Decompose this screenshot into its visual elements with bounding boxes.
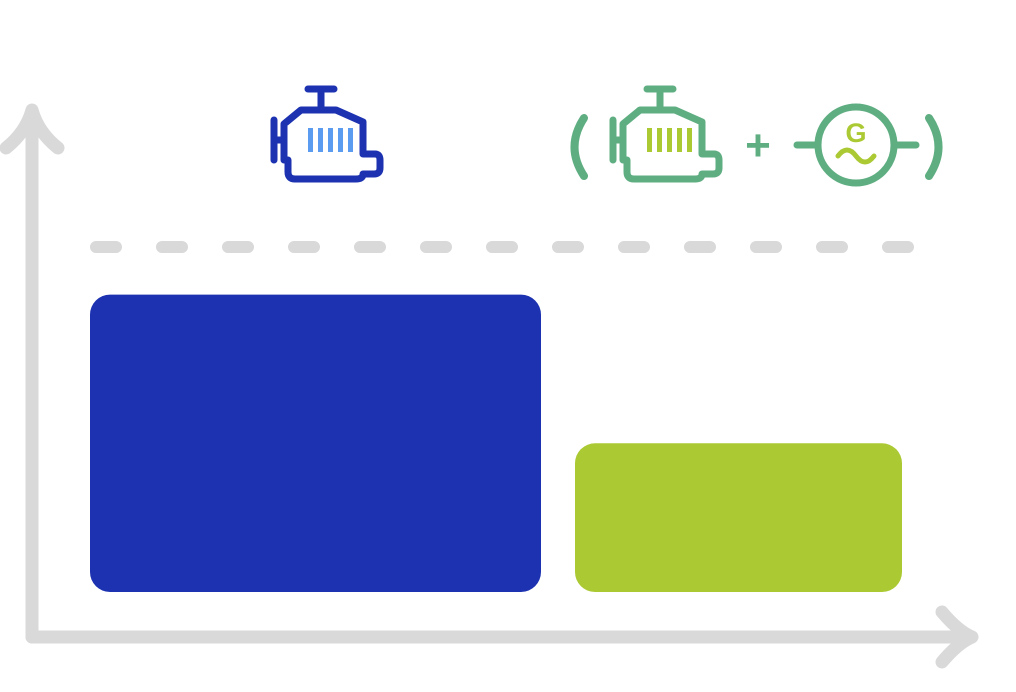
generator-letter: G: [845, 118, 866, 148]
bar-engine-plus-generator: [575, 443, 902, 592]
engine-generator-group-icon: + G: [570, 85, 943, 187]
generator-icon: G: [793, 103, 920, 187]
engine-icon: [609, 85, 723, 183]
left-paren-icon: [570, 114, 588, 180]
engine-accent: [308, 128, 353, 152]
right-paren-icon: [925, 114, 943, 180]
axes: [0, 103, 979, 669]
y-axis-arrow: [0, 103, 65, 155]
engine-icon: [270, 85, 384, 183]
engine-accent: [647, 128, 692, 152]
bars: [90, 294, 902, 592]
x-axis-arrow: [935, 605, 979, 669]
sine-wave-icon: [835, 147, 877, 165]
bar-combustion-engine: [90, 294, 541, 592]
plus-operator: +: [745, 121, 771, 170]
